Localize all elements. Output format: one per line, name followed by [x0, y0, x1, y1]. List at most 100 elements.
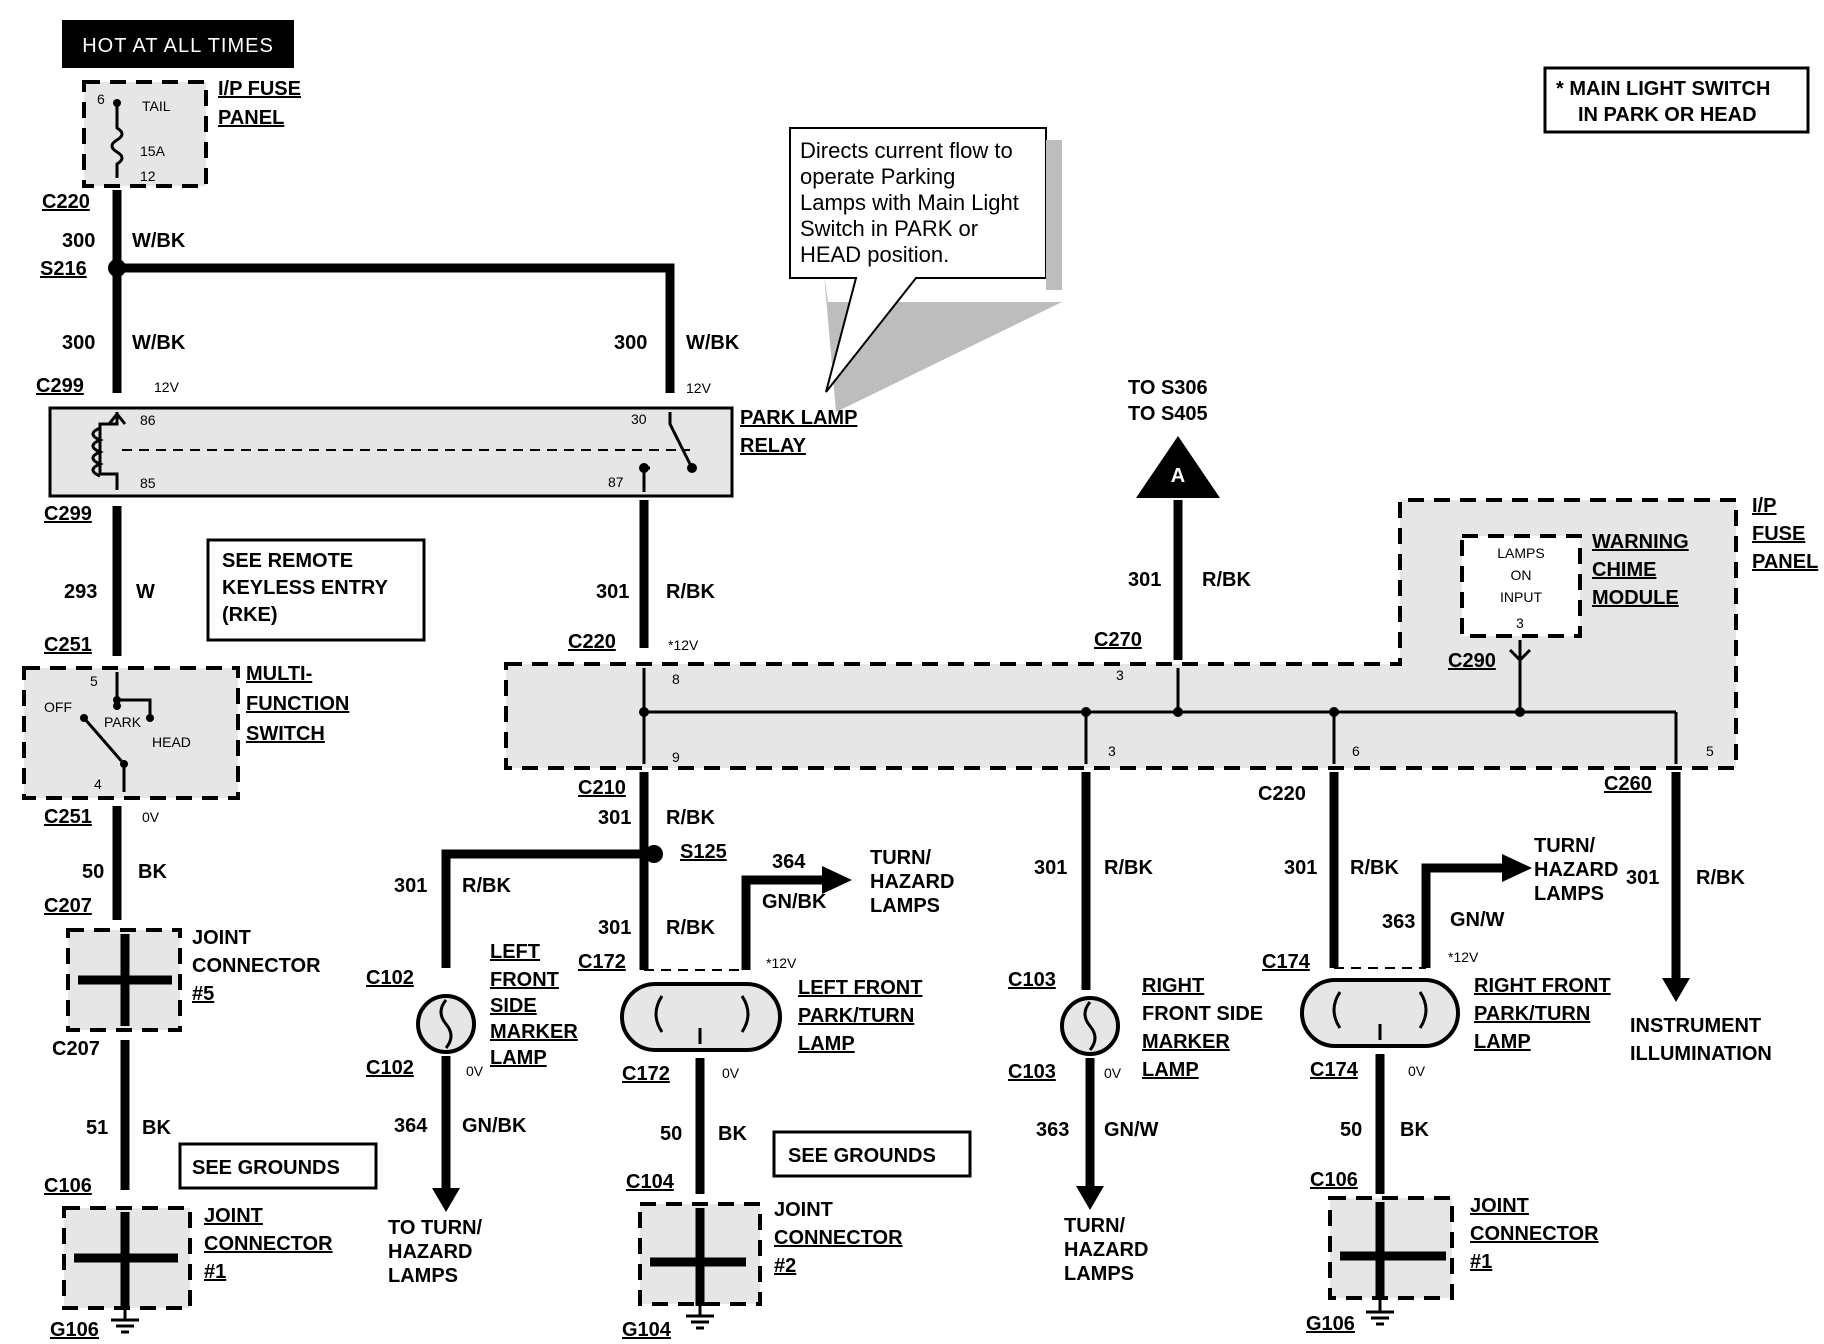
- circuit-50-c: 50: [1340, 1119, 1362, 1141]
- color-gnw-a: GN/W: [1104, 1119, 1159, 1141]
- fuse-pin-8: 8: [672, 671, 680, 687]
- relay-label-1: PARK LAMP: [740, 407, 857, 429]
- conn-c299-bottom: C299: [44, 503, 92, 525]
- splice-s125-label: S125: [680, 841, 727, 863]
- top-fuse-panel-label-2: PANEL: [218, 107, 284, 129]
- see-grounds-mid: SEE GROUNDS: [788, 1145, 936, 1167]
- ground-icon-g106-left: [111, 1310, 139, 1334]
- conn-c270: C270: [1094, 629, 1142, 651]
- top-fuse-panel-label-1: I/P FUSE: [218, 78, 301, 100]
- color-rbk-g: R/BK: [1350, 857, 1399, 879]
- fuse-pin-6: 6: [1352, 743, 1360, 759]
- switch-label-1: MULTI-: [246, 663, 312, 685]
- color-bk-c: BK: [718, 1123, 747, 1145]
- switch-box-fill: [24, 668, 238, 798]
- color-rbk-a: R/BK: [666, 581, 715, 603]
- chime-label-3: MODULE: [1592, 587, 1679, 609]
- volt-0v-rfm: 0V: [1104, 1065, 1122, 1081]
- chime-input-3: INPUT: [1500, 589, 1542, 605]
- turn-hazard-3c: LAMPS: [1534, 883, 1604, 905]
- conn-c290: C290: [1448, 650, 1496, 672]
- conn-c102-bottom: C102: [366, 1057, 414, 1079]
- circuit-51: 51: [86, 1117, 108, 1139]
- rf-marker-4: LAMP: [1142, 1059, 1199, 1081]
- conn-c207-bottom: C207: [52, 1038, 100, 1060]
- circuit-293: 293: [64, 581, 97, 603]
- rf-park-lamp-icon: [1300, 978, 1460, 1048]
- circuit-50-a: 50: [82, 861, 104, 883]
- chime-label-1: WARNING: [1592, 531, 1689, 553]
- color-bk-d: BK: [1400, 1119, 1429, 1141]
- switch-pos-head: HEAD: [152, 734, 191, 750]
- header-box: [62, 20, 294, 68]
- conn-c220-mid: C220: [568, 631, 616, 653]
- circuit-301-a: 301: [596, 581, 629, 603]
- arrow-turn-left-icon: [822, 866, 852, 894]
- volt-12v-a: 12V: [154, 379, 180, 395]
- circuit-300-c: 300: [614, 332, 647, 354]
- arrow-turn-right-icon: [1502, 854, 1532, 882]
- circuit-301-e: 301: [598, 917, 631, 939]
- lf-marker-filament: [439, 999, 453, 1049]
- callout-line-3: Lamps with Main Light: [800, 190, 1019, 215]
- conn-c103-bottom: C103: [1008, 1061, 1056, 1083]
- jc1-left-cross-icon: [74, 1212, 178, 1310]
- color-gnw-b: GN/W: [1450, 909, 1505, 931]
- rke-note-box: [206, 538, 426, 642]
- color-rbk-d: R/BK: [462, 875, 511, 897]
- switch-box-outline: [22, 666, 240, 800]
- legend-box: [1543, 66, 1810, 134]
- volt-12v-star-c: *12V: [1448, 949, 1479, 965]
- volt-0v-switch: 0V: [142, 809, 160, 825]
- to-turn-3: LAMPS: [388, 1265, 458, 1287]
- rf-park-filaments: [1332, 991, 1428, 1040]
- rf-marker-1: RIGHT: [1142, 975, 1204, 997]
- jc5-label-2: CONNECTOR: [192, 955, 321, 977]
- lf-park-1: LEFT FRONT: [798, 977, 922, 999]
- lf-marker-1: LEFT: [490, 941, 540, 963]
- lf-park-lamp-icon: [620, 982, 782, 1052]
- chime-label-2: CHIME: [1592, 559, 1656, 581]
- lf-marker-5: LAMP: [490, 1047, 547, 1069]
- circuit-301-b: 301: [1128, 569, 1161, 591]
- relay-pin-87: 87: [608, 474, 624, 490]
- main-fuse-label-3: PANEL: [1752, 551, 1818, 573]
- wire-363-turn: [1421, 863, 1504, 968]
- arrow-a-label: A: [1171, 465, 1185, 487]
- wire-364-turn: [741, 875, 824, 970]
- color-rbk-c: R/BK: [666, 807, 715, 829]
- conn-c174-top: C174: [1262, 951, 1311, 973]
- callout-line-2: operate Parking: [800, 164, 955, 189]
- to-s405: TO S405: [1128, 403, 1208, 425]
- relay-87-lead: [642, 466, 650, 492]
- jc5-outline: [66, 928, 182, 1032]
- bus-node-3: [1173, 707, 1183, 717]
- chime-box-fill: [1462, 536, 1580, 636]
- relay-contact-icon: [668, 412, 694, 469]
- callout-line-4: Switch in PARK or: [800, 216, 978, 241]
- rf-marker-2: FRONT SIDE: [1142, 1003, 1263, 1025]
- chime-box-outline: [1460, 534, 1582, 638]
- jc1-right-label-3: #1: [1470, 1251, 1492, 1273]
- circuit-363-b: 363: [1382, 911, 1415, 933]
- conn-c104: C104: [626, 1171, 675, 1193]
- chime-input-2: ON: [1511, 567, 1532, 583]
- switch-contact-bus: [115, 672, 152, 718]
- switch-label-3: SWITCH: [246, 723, 325, 745]
- header-title: HOT AT ALL TIMES: [82, 35, 274, 57]
- conn-c220-top: C220: [42, 191, 90, 213]
- chime-connector-icon: [1508, 640, 1532, 663]
- ground-icon-g106-right: [1366, 1300, 1394, 1326]
- switch-pos-off: OFF: [44, 699, 72, 715]
- circuit-301-g: 301: [1284, 857, 1317, 879]
- jc1-left-label-3: #1: [204, 1261, 226, 1283]
- color-wbk-a: W/BK: [132, 230, 186, 252]
- volt-12v-b: 12V: [686, 380, 712, 396]
- circuit-364-b: 364: [394, 1115, 428, 1137]
- bus-node-1: [639, 707, 649, 717]
- rf-marker-3: MARKER: [1142, 1031, 1230, 1053]
- fuse-name: TAIL: [142, 98, 171, 114]
- turn-hazard-2c: LAMPS: [1064, 1263, 1134, 1285]
- lf-marker-3: SIDE: [490, 995, 537, 1017]
